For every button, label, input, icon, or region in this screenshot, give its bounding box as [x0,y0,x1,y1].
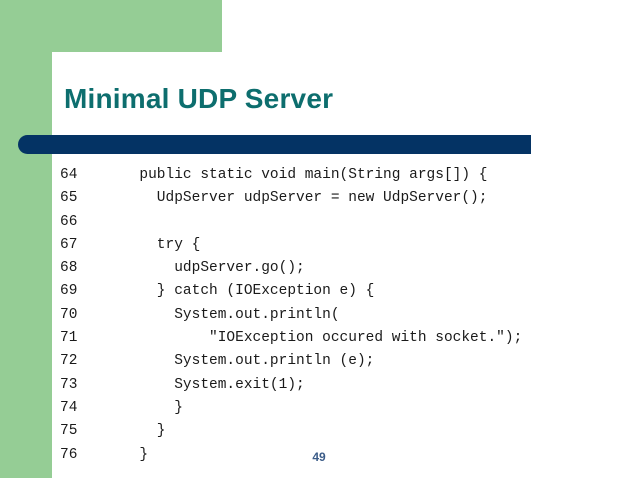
code-line-source: System.exit(1); [122,376,305,393]
code-line: 69 } catch (IOException e) { [60,280,635,303]
code-line-source: "IOException occured with socket."); [122,330,523,347]
code-line-number: 65 [60,190,78,207]
code-line-number: 76 [60,446,78,463]
code-line: 66 [60,211,635,234]
code-line-number: 70 [60,306,78,323]
green-side-panel [0,0,52,478]
code-line-number: 71 [60,330,78,347]
page-number: 49 [312,450,326,464]
code-line: 64 public static void main(String args[]… [60,164,635,187]
code-line: 76 } [60,444,635,467]
code-line: 68 udpServer.go(); [60,257,635,280]
code-line-number: 75 [60,423,78,440]
code-line-source: } [122,446,149,463]
code-line-number: 64 [60,167,78,183]
code-line: 72 System.out.println (e); [60,350,635,373]
code-line-number: 66 [60,213,78,230]
code-line-source: System.out.println (e); [122,353,375,370]
code-line-source: try { [122,236,201,253]
title-underline-bar [18,135,531,154]
code-line-number: 74 [60,399,78,416]
code-line: 74 } [60,397,635,420]
code-line: 65 UdpServer udpServer = new UdpServer()… [60,187,635,210]
code-line: 73 System.exit(1); [60,374,635,397]
code-line-source: udpServer.go(); [122,260,305,277]
code-line: 71 "IOException occured with socket."); [60,327,635,350]
code-line-number: 73 [60,376,78,393]
code-line: 70 System.out.println( [60,304,635,327]
code-line-number: 68 [60,260,78,277]
code-line-source: } catch (IOException e) { [122,283,375,300]
code-line-source: } [122,423,166,440]
page-title: Minimal UDP Server [64,83,334,114]
code-line: 75 } [60,420,635,443]
code-listing: 64 public static void main(String args[]… [60,164,635,467]
code-line-number: 69 [60,283,78,300]
code-line-source: public static void main(String args[]) { [122,167,488,183]
code-line-number: 72 [60,353,78,370]
code-line-source: System.out.println( [122,306,340,323]
code-line-source: } [122,399,183,416]
code-line-source: UdpServer udpServer = new UdpServer(); [122,190,488,207]
code-line-number: 67 [60,236,78,253]
code-line: 67 try { [60,234,635,257]
green-top-band [0,0,222,52]
white-content-panel [52,52,638,478]
